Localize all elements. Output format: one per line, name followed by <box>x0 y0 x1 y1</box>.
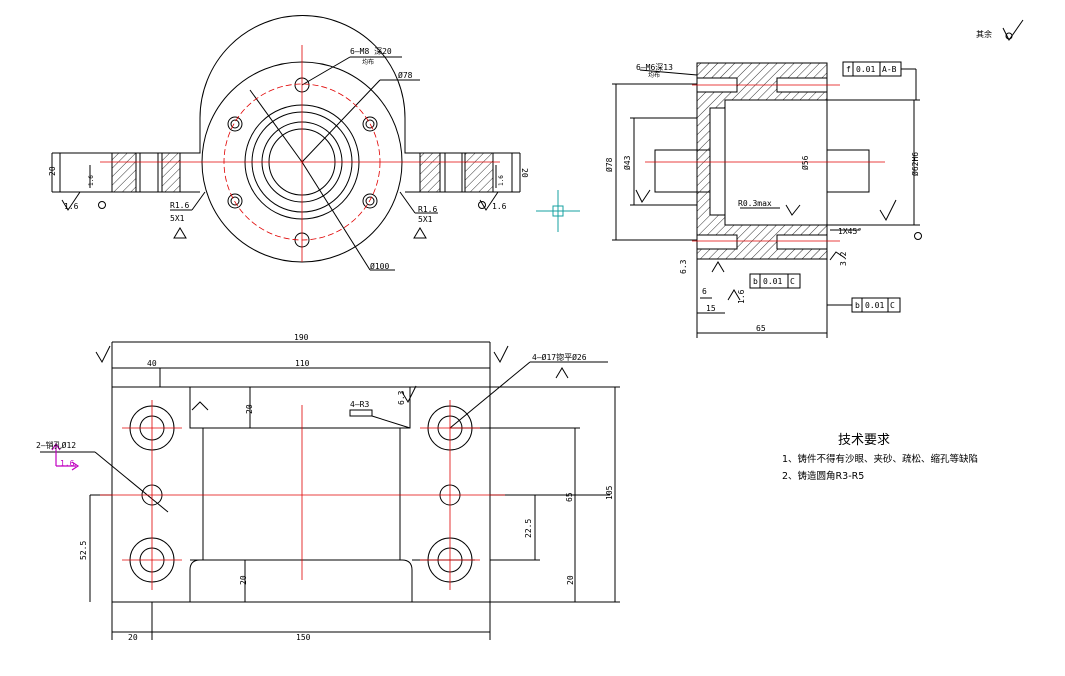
roughness-circle-icon <box>1005 32 1013 40</box>
tech-req-title: 技术要求 <box>838 433 890 448</box>
dia-78-label: Ø78 <box>604 157 614 172</box>
section-view <box>612 61 922 338</box>
rough-left-label: 1.6 <box>64 202 79 211</box>
fillet-left-label: R1.6 <box>170 201 189 210</box>
dim-65-label: 65 <box>565 492 574 502</box>
height-right-label: 20 <box>520 168 529 178</box>
corner-note-text: 其余 <box>976 29 992 39</box>
top-view-labels: 6—M8 深20 均布 Ø78 Ø100 R1.6 R1.6 5X1 5X1 2… <box>48 47 529 271</box>
dowel-note-label: 2—销孔Ø12 <box>36 440 76 450</box>
counterbore-label: 4—Ø17锪平Ø26 <box>532 352 587 362</box>
rough-32-label: 3.2 <box>839 251 848 266</box>
dim-20-right-label: 20 <box>566 575 575 585</box>
gtol-bottom-datum: C <box>890 301 895 310</box>
hole-callout: 6—M8 深20 <box>350 47 392 56</box>
gtol-top-datum: A-B <box>882 65 897 74</box>
rough-16-label: 1.6 <box>737 289 746 304</box>
tech-req-item: 1、铸件不得有沙眼、夹砂、疏松、缩孔等缺陷 <box>782 453 978 465</box>
gtol-bottom-sym: b <box>855 301 860 310</box>
coord-marker <box>51 442 80 471</box>
dim-225-label: 22.5 <box>524 519 533 538</box>
outer-dia-label: Ø100 <box>370 261 389 271</box>
front-view <box>40 341 620 640</box>
dim-65-label: 65 <box>756 324 766 333</box>
rough-right-label: 1.6 <box>492 202 507 211</box>
roughness-symbol-icon <box>1002 19 1024 41</box>
gtol-mid-sym: b <box>753 277 758 286</box>
dia-43-label: Ø43 <box>622 155 632 170</box>
ra-right-label: 1.6 <box>498 175 505 186</box>
corner-roughness-note: 其余 <box>976 19 1024 41</box>
thread-callout: 6—M6深13 <box>636 63 673 72</box>
top-view <box>51 15 521 271</box>
top-view-centerlines <box>100 45 500 262</box>
fillet-right-label: R1.6 <box>418 205 437 214</box>
section-centerlines <box>645 84 885 242</box>
thread-sub: 均布 <box>648 71 660 79</box>
cursor-crosshair <box>536 190 580 232</box>
dim-150-label: 150 <box>296 633 311 642</box>
rough-63-label: 6.3 <box>679 259 688 274</box>
gtol-bottom-val: 0.01 <box>865 301 884 310</box>
pcd-label: Ø78 <box>398 70 413 80</box>
gtol-mid-datum: C <box>790 277 795 286</box>
chamfer-label: 1X45° <box>838 227 862 236</box>
chamfer-right-label: 5X1 <box>418 215 433 224</box>
gtol-mid-val: 0.01 <box>763 277 782 286</box>
width-190-label: 190 <box>294 333 309 342</box>
dim-40-label: 40 <box>147 359 157 368</box>
dia-62-label: Ø62H6 <box>910 152 920 176</box>
tech-req-item: 2、铸造圆角R3-R5 <box>782 470 864 482</box>
front-view-labels: 190 110 40 4—Ø17锪平Ø26 4—R3 6.3 2—销孔Ø12 1… <box>36 333 614 642</box>
section-labels: 6—M6深13 均布 Ø78 Ø43 Ø56 Ø62H6 R0.3max 1X4… <box>604 63 920 333</box>
dia-56-label: Ø56 <box>800 155 810 170</box>
dim-20-left-label: 20 <box>239 575 248 585</box>
fillet-note-label: 4—R3 <box>350 400 369 409</box>
tech-requirements: 技术要求 1、铸件不得有沙眼、夹砂、疏松、缩孔等缺陷 2、铸造圆角R3-R5 <box>782 433 978 482</box>
ra-left-label: 1.6 <box>88 175 95 186</box>
width-110-label: 110 <box>295 359 310 368</box>
gtol-top-val: 0.01 <box>856 65 875 74</box>
height-left-label: 20 <box>48 166 57 176</box>
dim-105-label: 105 <box>605 485 614 500</box>
hole-callout-sub: 均布 <box>362 58 374 66</box>
dim-20-top-label: 20 <box>245 404 254 414</box>
dim-15-label: 15 <box>706 304 716 313</box>
dim-20-bottom-label: 20 <box>128 633 138 642</box>
gtol-top-sym: f <box>846 65 851 74</box>
radius-label: R0.3max <box>738 199 772 208</box>
dim-525-label: 52.5 <box>79 541 88 560</box>
dim-6-label: 6 <box>702 287 707 296</box>
coord-label: 1.6 <box>60 459 75 468</box>
chamfer-left-label: 5X1 <box>170 214 185 223</box>
front-view-centerlines <box>100 400 505 590</box>
rough-63-front: 6.3 <box>397 390 406 405</box>
